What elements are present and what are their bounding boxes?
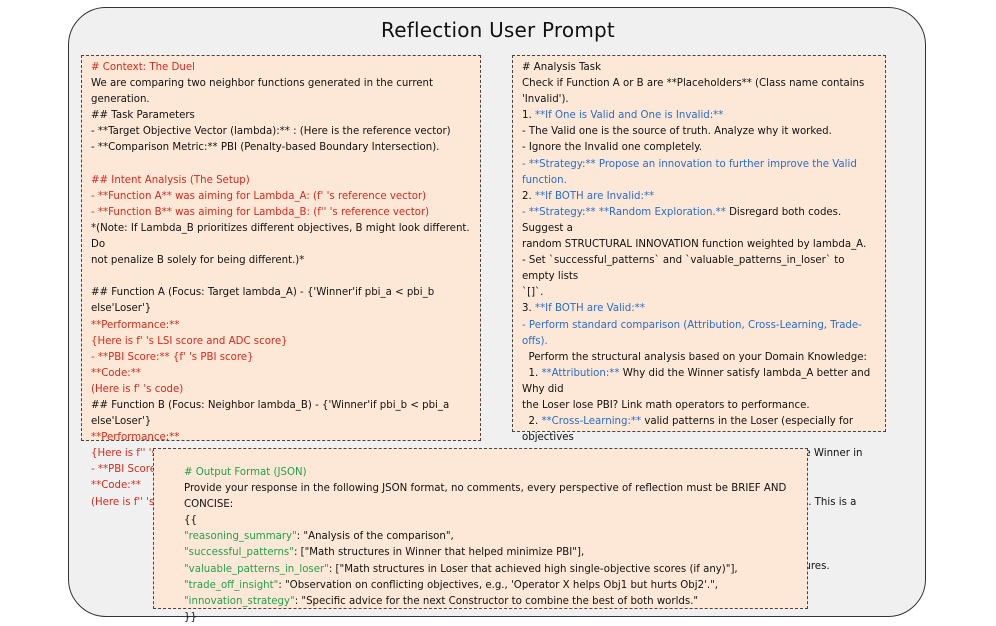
context-line: {Here is f' 's LSI score and ADC score} [91, 335, 288, 347]
output-line: "successful_patterns": ["Math structures… [184, 545, 798, 561]
context-line: - **Function B** was aiming for Lambda_B… [91, 206, 430, 218]
analysis-line-segment: Disregard both codes. Suggest a [522, 206, 845, 234]
output-line-segment: : "Analysis of the comparison", [296, 531, 454, 543]
analysis-line-segment: valid patterns in the Loser (especially … [522, 416, 857, 444]
context-line [91, 269, 471, 285]
context-box: # Context: The Duel We are comparing two … [81, 55, 481, 508]
analysis-line-segment: 3. [522, 303, 535, 315]
analysis-line: 2. **Cross-Learning:** valid patterns in… [522, 414, 876, 446]
analysis-line-segment: **Attribution:** [541, 367, 620, 379]
context-line [91, 157, 471, 173]
analysis-line: 1. **Attribution:** Why did the Winner s… [522, 366, 876, 398]
analysis-line: - **Strategy:** **Random Exploration.** … [522, 205, 876, 237]
analysis-line-segment: - **Strategy:** Propose an innovation to… [522, 158, 861, 186]
analysis-line-segment: Check if Function A or B are **Placehold… [522, 78, 868, 106]
analysis-line-segment: **Cross-Learning:** [541, 416, 642, 428]
output-line-segment: : "Observation on conflicting objectives… [278, 579, 719, 591]
analysis-line-segment: **If BOTH are Valid:** [534, 303, 645, 315]
analysis-line-segment: 1. [522, 367, 542, 379]
analysis-line: 1. **If One is Valid and One is Invalid:… [522, 108, 876, 124]
page-title: Reflection User Prompt [381, 18, 615, 42]
output-format-box: # Output Format (JSON) Provide your respo… [153, 448, 808, 623]
output-line-segment: "valuable_patterns_in_loser" [184, 563, 329, 575]
analysis-line: # Analysis Task [522, 60, 876, 76]
analysis-line-segment: Why did the Winner satisfy lambda_A bett… [522, 367, 874, 395]
analysis-line: - Perform standard comparison (Attributi… [522, 318, 876, 350]
output-line: "trade_off_insight": "Observation on con… [184, 578, 798, 594]
output-line: {{ [184, 513, 798, 529]
context-line: - **PBI Score:** {f' 's PBI score} [91, 351, 254, 363]
output-line-segment: "trade_off_insight" [184, 579, 279, 591]
output-line-segment: {{ [184, 515, 197, 527]
analysis-line: random STRUCTURAL INNOVATION function we… [522, 237, 876, 253]
analysis-line-segment: - The Valid one is the source of truth. … [522, 126, 832, 138]
context-line: *(Note: If Lambda_B prioritizes differen… [91, 222, 473, 251]
analysis-line-segment: the Loser lose PBI? Link math operators … [522, 399, 810, 411]
context-line: # Context: The Duel [91, 62, 195, 73]
analysis-line-segment: - **Strategy:** **Random Exploration.** [522, 206, 726, 218]
analysis-line: - Ignore the Invalid one completely. [522, 140, 876, 156]
output-line: }} [184, 610, 798, 626]
context-line: ## Task Parameters [91, 110, 195, 122]
analysis-line-segment: Perform the structural analysis based on… [522, 351, 867, 363]
analysis-line: - Set `successful_patterns` and `valuabl… [522, 253, 876, 285]
output-line: "innovation_strategy": "Specific advice … [184, 594, 798, 610]
output-line: # Output Format (JSON) [184, 465, 798, 481]
context-line: - **Function A** was aiming for Lambda_A… [91, 190, 427, 202]
analysis-line-segment: - Perform standard comparison (Attributi… [522, 319, 862, 347]
context-line: **Performance:** [91, 319, 180, 331]
context-line: **Performance:** [91, 432, 180, 444]
analysis-line-segment: 2. [522, 190, 535, 202]
output-line-segment: "successful_patterns" [184, 547, 294, 559]
context-line: ## Intent Analysis (The Setup) [91, 174, 250, 186]
context-line: not penalize B solely for being differen… [91, 255, 305, 267]
analysis-line-segment: 2. [522, 416, 542, 428]
analysis-line-segment: **If One is Valid and One is Invalid:** [534, 110, 724, 122]
analysis-line: - The Valid one is the source of truth. … [522, 124, 876, 140]
context-line: ## Function B (Focus: Neighbor lambda_B)… [91, 399, 453, 428]
analysis-line: `[]`. [522, 285, 876, 301]
analysis-line: the Loser lose PBI? Link math operators … [522, 398, 876, 414]
analysis-line: - **Strategy:** Propose an innovation to… [522, 157, 876, 189]
analysis-line: 2. **If BOTH are Invalid:** [522, 189, 876, 205]
output-line-segment: # Output Format (JSON) [184, 467, 307, 478]
output-line-segment: : "Specific advice for the next Construc… [294, 595, 699, 607]
context-line: (Here is f' 's code) [91, 383, 184, 395]
context-line: We are comparing two neighbor functions … [91, 78, 437, 106]
context-line: **Code:** [91, 367, 141, 379]
output-line: Provide your response in the following J… [184, 481, 798, 513]
context-line: - **Comparison Metric:** PBI (Penalty-ba… [91, 142, 440, 154]
context-line: ## Function A (Focus: Target lambda_A) -… [91, 287, 438, 315]
output-line: "reasoning_summary": "Analysis of the co… [184, 529, 798, 545]
analysis-line-segment: **If BOTH are Invalid:** [534, 190, 655, 202]
output-line-segment: : ["Math structures in Loser that achiev… [328, 563, 738, 575]
analysis-line-segment: # Analysis Task [522, 62, 601, 73]
analysis-line-segment: - Set `successful_patterns` and `valuabl… [522, 255, 848, 283]
analysis-line: Check if Function A or B are **Placehold… [522, 76, 876, 108]
output-line-segment: "innovation_strategy" [184, 595, 295, 607]
analysis-line-segment: random STRUCTURAL INNOVATION function we… [522, 239, 867, 251]
analysis-line-segment: - Ignore the Invalid one completely. [522, 142, 703, 154]
output-line-segment: "reasoning_summary" [184, 531, 297, 543]
output-line-segment: : ["Math structures in Winner that helpe… [293, 547, 585, 559]
context-line: - **Target Objective Vector (lambda):** … [91, 126, 451, 138]
output-line: "valuable_patterns_in_loser": ["Math str… [184, 562, 798, 578]
output-line-segment: }} [184, 611, 197, 623]
analysis-line: Perform the structural analysis based on… [522, 350, 876, 366]
analysis-line-segment: 1. [522, 110, 535, 122]
context-line: **Code:** [91, 480, 141, 492]
output-line-segment: Provide your response in the following J… [184, 483, 790, 511]
analysis-line: 3. **If BOTH are Valid:** [522, 301, 876, 317]
analysis-line-segment: `[]`. [522, 287, 544, 299]
